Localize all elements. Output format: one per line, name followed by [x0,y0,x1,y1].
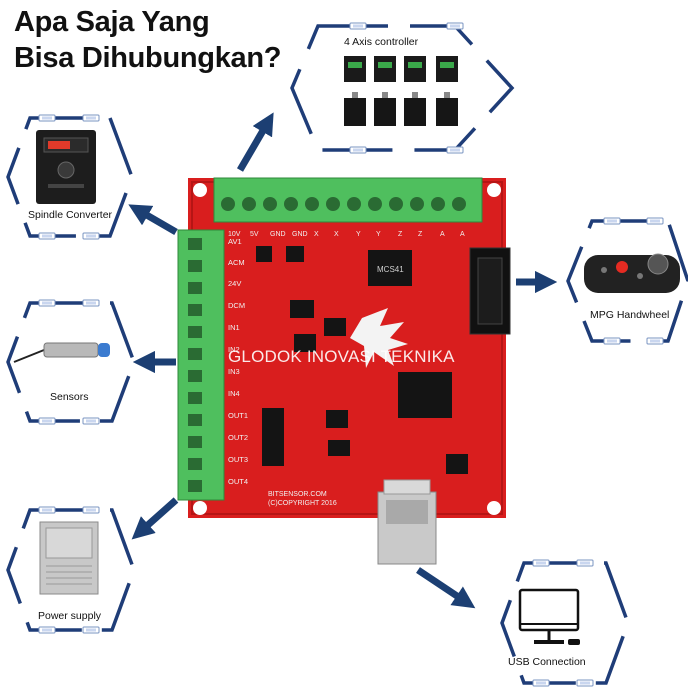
inverter-icon [36,130,96,204]
power-supply-icon [39,521,99,595]
ic-chips [256,246,468,474]
pin-label: X [334,231,339,238]
left-pin-labels: AV1 ACM 24V DCM IN1 IN2 IN3 IN4 OUT1 OUT… [228,234,258,495]
board-footer-site: BITSENSOR.COM [268,491,327,498]
stepper-motor-icon [344,92,458,126]
pin-label: 24V [228,279,241,288]
pin-label: A [440,231,445,238]
board-footer-copyright: (C)COPYRIGHT 2016 [268,500,337,507]
top-terminal-block [213,177,483,223]
pin-label: ACM [228,258,245,267]
hex-usb-connection [500,559,630,687]
handwheel-pendant-icon [584,253,680,293]
caption-usb-connection: USB Connection [508,656,586,668]
arrow-to-axis-controller [236,112,274,172]
pin-label: Y [376,231,381,238]
pin-label: Y [356,231,361,238]
pin-label: AV1 [228,237,242,246]
pin-label: 10V [228,231,241,238]
arrow-to-power-supply [131,497,179,540]
arrow-to-usb [416,567,476,609]
pin-label: OUT1 [228,411,248,420]
pin-label: IN1 [228,323,240,332]
caption-sensors: Sensors [50,391,89,403]
pin-label: Z [398,231,403,238]
controller-board: MCS41 [177,177,511,565]
arrow-to-spindle [128,204,178,236]
watermark: GLODOK INOVASI TEKNIKA [228,347,455,366]
stepper-driver-icon [344,56,458,82]
pin-label: DCM [228,301,245,310]
pin-label: A [460,231,465,238]
pin-label: GND [270,231,286,238]
hex-power-supply [6,506,136,634]
left-pin-label-strip: AV1 ACM 24V DCM IN1 IN2 IN3 IN4 OUT1 OUT… [228,237,248,486]
hex-axis-controller [290,22,515,154]
pin-label: IN3 [228,367,240,376]
hex-mpg-handwheel [566,217,688,345]
headline: Apa Saja Yang Bisa Dihubungkan? [14,4,281,76]
top-pin-label-strip: 10V 5V GND GND X X Y Y Z Z A A [228,231,465,238]
chip-label: MCS41 [377,265,404,274]
headline-line-2: Bisa Dihubungkan? [14,42,282,74]
connection-arrows [128,112,558,609]
headline-line-1: Apa Saja Yang [14,6,210,38]
hex-sensors [6,299,136,425]
caption-axis-controller: 4 Axis controller [344,36,419,48]
pin-label: 5V [250,231,259,238]
caption-spindle-converter: Spindle Converter [28,209,113,221]
top-pin-labels: 10V 5V GND GND X X Y Y Z Z A A [226,226,486,251]
eagle-logo-icon [350,308,408,368]
caption-power-supply: Power supply [38,610,102,622]
proximity-sensor-icon [13,342,110,363]
caption-mpg-handwheel: MPG Handwheel [590,309,670,321]
pin-label: OUT2 [228,433,248,442]
hex-spindle-converter [6,114,134,240]
pin-label: X [314,231,319,238]
pin-label: OUT3 [228,455,248,464]
pin-label: IN4 [228,389,240,398]
computer-monitor-icon [518,588,580,645]
pin-label: OUT4 [228,477,248,486]
left-terminal-block [177,229,225,501]
pin-label: Z [418,231,423,238]
pin-label: IN2 [228,345,240,354]
pin-label: GND [292,231,308,238]
usb-port [377,479,437,565]
mpg-header-connector [469,247,511,335]
board-footer: BITSENSOR.COM (C)COPYRIGHT 2016 [268,490,337,508]
